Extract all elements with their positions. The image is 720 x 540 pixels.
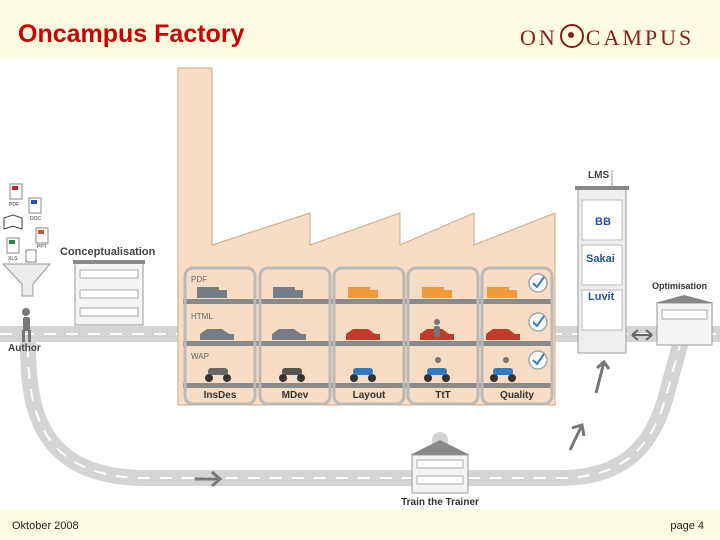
truck-row: [197, 287, 517, 298]
station-label-ttt: TtT: [435, 390, 451, 401]
slide-header: Oncampus Factory ON CAMPUS: [0, 0, 720, 58]
car-icon: [272, 329, 306, 340]
file-label-pdf: PDF: [9, 202, 19, 208]
truck-icon: [487, 287, 517, 298]
station-label-layout: Layout: [353, 390, 386, 401]
motorbike-icon: [424, 357, 450, 382]
car-icon: [346, 329, 380, 340]
motorbike-icon: [279, 368, 305, 382]
optimisation-label: Optimisation: [652, 281, 707, 291]
truck-icon: [348, 287, 378, 298]
factory-diagram: PDF DOC PPT XLS Author Conceptualisation…: [0, 58, 720, 510]
check-icon: [528, 350, 548, 370]
double-arrow-icon: [631, 329, 653, 341]
file-label-doc: DOC: [30, 216, 42, 222]
author-label: Author: [8, 343, 41, 354]
arrow-up-icon: [594, 359, 611, 394]
lms-system-sakai: Sakai: [586, 253, 615, 265]
row-label-html: HTML: [191, 312, 213, 321]
train-the-trainer-building: [410, 440, 470, 494]
station-frames: [183, 266, 554, 406]
assembly-lines: [183, 299, 553, 388]
conceptualisation-building: [73, 260, 145, 326]
logo-text-on: ON: [520, 25, 558, 50]
row-label-wap: WAP: [191, 352, 209, 361]
check-icon: [528, 312, 548, 332]
author-person-icon: [22, 308, 31, 342]
row-label-pdf: PDF: [191, 275, 207, 284]
logo-c-icon: [559, 24, 584, 48]
lms-tower: [575, 170, 629, 354]
truck-icon: [197, 287, 227, 298]
footer-page-number: page 4: [670, 520, 704, 532]
station-label-quality: Quality: [500, 390, 534, 401]
station-label-insdes: InsDes: [204, 390, 237, 401]
car-icon: [486, 329, 520, 340]
arrow-right-icon: [195, 470, 223, 488]
truck-icon: [422, 287, 452, 298]
truck-icon: [273, 287, 303, 298]
worker-icon: [434, 319, 440, 337]
car-row: [200, 319, 520, 340]
car-icon: [200, 329, 234, 340]
conceptualisation-label: Conceptualisation: [60, 246, 156, 258]
slide-title: Oncampus Factory: [18, 20, 245, 48]
oncampus-logo: ON CAMPUS: [520, 24, 694, 51]
factory-building: [177, 67, 556, 406]
lms-system-luvit: Luvit: [588, 291, 615, 303]
lms-system-bb: BB: [595, 216, 611, 228]
road-arrows: [195, 359, 611, 488]
check-icon: [528, 273, 548, 293]
motorbike-icon: [350, 368, 376, 382]
file-label-xls: XLS: [8, 256, 18, 262]
train-the-trainer-label: Train the Trainer: [401, 497, 479, 508]
motorbike-icon: [490, 357, 516, 382]
optimisation-building: [655, 295, 714, 346]
lms-label: LMS: [588, 170, 609, 181]
motorbike-icon: [205, 368, 231, 382]
source-files: [3, 183, 49, 263]
arrow-up-icon: [568, 423, 586, 451]
funnel-icon: [1, 263, 52, 297]
footer-date: Oktober 2008: [12, 520, 79, 532]
motorbike-row: [205, 357, 516, 382]
logo-text-campus: CAMPUS: [585, 25, 695, 50]
quality-checks: [528, 273, 548, 370]
station-label-mdev: MDev: [282, 390, 309, 401]
file-label-ppt: PPT: [37, 244, 47, 250]
